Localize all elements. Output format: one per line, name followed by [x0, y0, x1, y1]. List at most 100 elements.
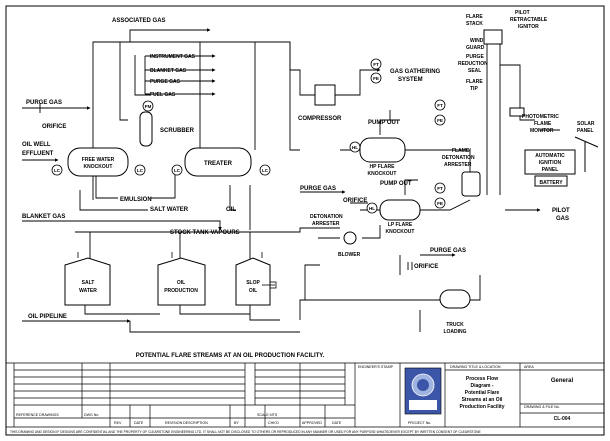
truck-loading-label: TRUCK	[446, 322, 464, 328]
fe-label: FE	[437, 118, 443, 123]
pilot-ignitor-label: RETRACTABLE	[510, 17, 548, 23]
oil-production-tank	[157, 257, 206, 306]
photometric-label: MONITOR	[530, 128, 554, 134]
piping	[22, 28, 560, 333]
oil-well-effluent-label: OIL WELL	[22, 142, 51, 148]
drawing-title-header: DRAWING TITLE & LOCATION	[450, 365, 501, 369]
lp-flare-knockout-label: KNOCKOUT	[386, 229, 415, 235]
project-no-label: PROJECT No.	[408, 421, 431, 425]
revision-description-label: REVISION DESCRIPTION	[165, 421, 208, 425]
drawing-title: Streams at an Oil	[462, 397, 503, 403]
orifice-mid-label: ORIFICE	[343, 198, 367, 204]
rev-label: REV	[114, 421, 122, 425]
gas-gathering-label: GAS GATHERING	[390, 69, 441, 75]
blower-label: BLOWER	[338, 252, 361, 258]
salt-water-tank	[64, 257, 111, 306]
free-water-knockout-label: FREE WATER	[82, 157, 115, 163]
purge-gas-mid-label: PURGE GAS	[300, 186, 336, 192]
hl-label: HL	[352, 145, 358, 150]
instrument-gas-label: INSTRUMENT GAS	[150, 54, 196, 60]
drawing-title: Potential Flare	[465, 390, 500, 396]
dwg-no-label: DWG No	[84, 413, 98, 417]
purge-seal-label: PURGE	[466, 54, 484, 60]
company-logo	[404, 367, 442, 415]
blower-unit	[343, 231, 357, 245]
free-water-knockout-vessel	[67, 147, 129, 177]
lc-label: LC	[137, 168, 144, 173]
salt-water-line-label: SALT WATER	[150, 207, 189, 213]
lc-label: LC	[262, 168, 269, 173]
hp-flare-knockout-label: HP FLARE	[370, 164, 396, 170]
hp-flare-knockout-vessel	[359, 137, 406, 163]
oil-line-label: OIL	[226, 207, 236, 213]
pilot-ignitor-label: IGNITOR	[518, 24, 539, 30]
drawing-title: Diagram -	[470, 383, 493, 389]
purge-gas-bottom-label: PURGE GAS	[430, 248, 466, 254]
drawing-no: CL-004	[554, 416, 571, 422]
scale-value: NTS	[270, 413, 278, 417]
ft-instrument-flare	[434, 99, 446, 111]
blanket-gas-top-label: BLANKET GAS	[150, 68, 187, 74]
slop-oil-label: OIL	[249, 288, 257, 294]
lp-flare-knockout-vessel	[379, 199, 421, 221]
ft-label: FT	[373, 62, 379, 67]
purge-seal-label: REDUCTION	[458, 61, 488, 67]
hl-instrument-hp	[349, 141, 361, 153]
oil-production-label: PRODUCTION	[164, 288, 198, 294]
hl-label: HL	[369, 206, 375, 211]
flare-tip-label: FLARE	[466, 79, 483, 85]
compressor-label: COMPRESSOR	[298, 116, 342, 122]
photometric-monitor	[509, 107, 525, 117]
lc-instrument-treater-right	[259, 164, 271, 176]
fe-label: FE	[437, 201, 443, 206]
title-block	[6, 362, 604, 428]
flame-arrester-label: FLAME/	[452, 148, 471, 154]
drawing-no-header: DRAWING & FILE No.	[524, 405, 560, 409]
emulsion-label: EMULSION	[120, 197, 152, 203]
solar-panel-label: PANEL	[577, 128, 594, 134]
fe-label: FE	[373, 76, 379, 81]
fuel-gas-label: FUEL GAS	[150, 92, 176, 98]
scale-label: SCALE:	[257, 413, 270, 417]
wind-guard-label: GUARD	[466, 45, 485, 51]
ft-label: FT	[437, 103, 443, 108]
photometric-label: FLAME	[534, 121, 552, 127]
truck-tank	[439, 289, 471, 309]
by-label: BY	[234, 421, 239, 425]
fm-instrument	[142, 100, 154, 112]
title-block-text: REFERENCE DRAWINGS DWG No REV DATE REVIS…	[10, 365, 573, 434]
lc-label: LC	[174, 168, 181, 173]
scrubber-vessel	[139, 111, 153, 147]
instrument-bubbles	[51, 58, 446, 214]
flare-tip-label: TIP	[470, 86, 478, 92]
solar-panel-label: SOLAR	[577, 121, 595, 127]
salt-water-tank-label: WATER	[79, 288, 97, 294]
stock-tank-vapours-label: STOCK TANK VAPOURS	[170, 230, 240, 236]
flame-arrester-label: DETONATION	[442, 155, 475, 161]
confidentiality-notice: THIS DRAWING AND DESIGN IF DESIGNS ARE C…	[10, 430, 482, 434]
oil-well-effluent-label: EFFLUENT	[22, 151, 54, 157]
ft-label: FT	[437, 186, 443, 191]
equipment	[64, 29, 576, 309]
pump-out-label: PUMP OUT	[380, 181, 412, 187]
salt-water-tank-label: SALT	[82, 280, 95, 286]
detonation-arrester-label: DETONATION	[310, 214, 343, 220]
pilot-gas-label: PILOT	[552, 208, 570, 214]
purge-gas-left-label: PURGE GAS	[26, 100, 62, 106]
flame-arrester-label: ARRESTER	[444, 162, 472, 168]
solar-panel	[574, 136, 599, 172]
hp-flare-knockout-label: KNOCKOUT	[368, 171, 397, 177]
auto-ignition-panel	[524, 149, 576, 175]
area-header: AREA	[524, 365, 534, 369]
date-label: DATE	[134, 421, 144, 425]
fm-label: FM	[145, 104, 152, 109]
pump-out-label: PUMP OUT	[368, 120, 400, 126]
date-label: DATE	[332, 421, 342, 425]
fe-instrument-gathering	[370, 72, 382, 84]
chkd-label: CHK'D	[268, 421, 279, 425]
oil-pipeline-label: OIL PIPELINE	[28, 314, 67, 320]
auto-ignition-label: IGNITION	[539, 160, 562, 166]
oil-production-label: OIL	[177, 280, 185, 286]
flame-arrester-body	[461, 171, 481, 197]
